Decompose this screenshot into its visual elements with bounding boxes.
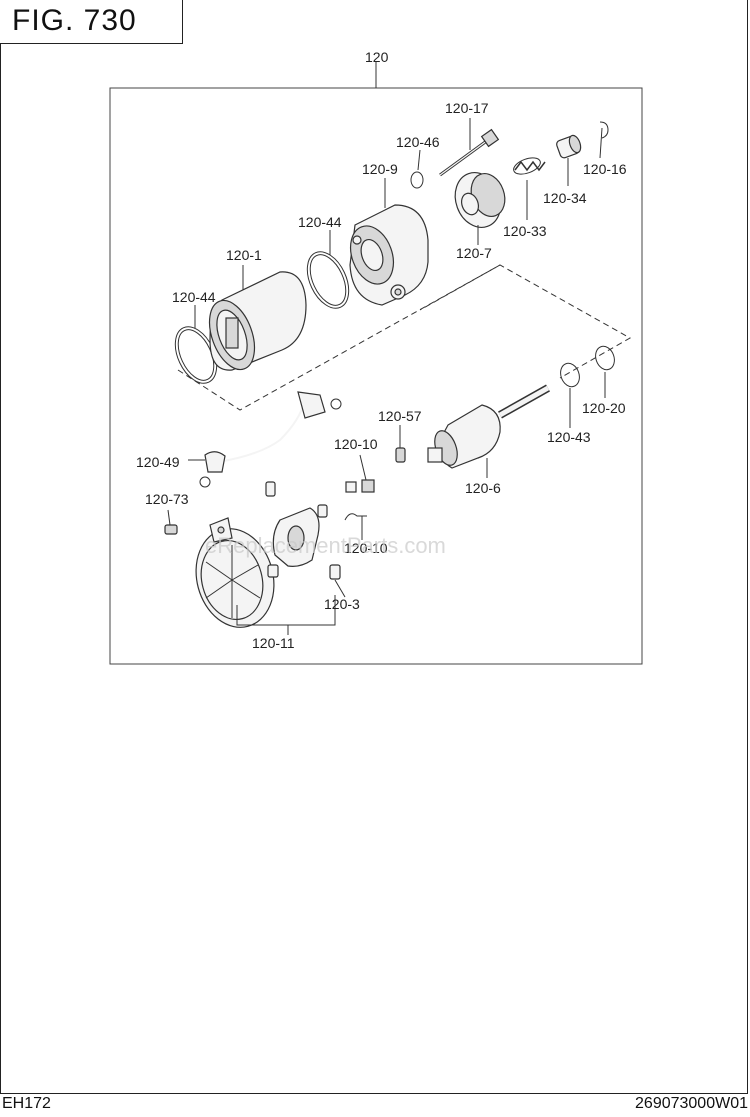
label-120-44-top: 120-44	[298, 214, 342, 230]
label-120-57: 120-57	[378, 408, 422, 424]
o-ring-top-inner	[309, 254, 347, 306]
label-120-9: 120-9	[362, 161, 398, 177]
brush-holder	[265, 481, 341, 580]
label-120-46: 120-46	[396, 134, 440, 150]
label-assembly: 120	[365, 49, 389, 65]
footer-model: EH172	[2, 1095, 51, 1112]
armature	[427, 384, 550, 469]
label-120-10-a: 120-10	[334, 436, 378, 452]
page-frame	[0, 0, 748, 1094]
screw-120-57	[395, 447, 406, 463]
label-120-44-left: 120-44	[172, 289, 216, 305]
through-bolt	[439, 128, 500, 177]
lead-wire	[199, 391, 342, 488]
snap-ring	[599, 121, 609, 139]
label-120-33: 120-33	[503, 223, 547, 239]
explode-dashed-line-2	[419, 264, 501, 311]
rear-cover	[195, 517, 275, 628]
label-120-7: 120-7	[456, 245, 492, 261]
watermark: eReplacementParts.com	[205, 533, 446, 558]
o-ring-top	[306, 251, 350, 309]
small-o-ring	[410, 171, 424, 189]
label-120-16: 120-16	[583, 161, 627, 177]
stop-collar	[556, 134, 582, 159]
yoke-housing	[208, 271, 307, 371]
label-120-1: 120-1	[226, 247, 262, 263]
front-bracket	[349, 204, 429, 306]
label-120-49: 120-49	[136, 454, 180, 470]
screw-120-73	[164, 524, 178, 535]
label-120-11: 120-11	[252, 635, 295, 651]
o-ring-left-inner	[177, 329, 215, 381]
brush-120-10	[361, 479, 375, 493]
brush-lead	[344, 513, 367, 521]
pinion-gear	[454, 172, 506, 228]
washer-120-20	[595, 345, 615, 371]
label-120-6: 120-6	[465, 480, 501, 496]
brush-small	[345, 481, 357, 493]
spring	[513, 157, 546, 175]
leader-lines	[167, 118, 606, 635]
label-120-20: 120-20	[582, 400, 626, 416]
label-120-34: 120-34	[543, 190, 587, 206]
label-120-3: 120-3	[324, 596, 360, 612]
figure-title-box: FIG. 730	[0, 0, 183, 44]
label-120-43: 120-43	[547, 429, 591, 445]
washer-120-43	[560, 362, 580, 388]
label-120-17: 120-17	[445, 100, 489, 116]
figure-title: FIG. 730	[12, 4, 137, 37]
parts-diagram: 120 120-17 120-46 120-9 120-16 120-34 12…	[109, 49, 643, 665]
label-120-10-b: 120-10	[344, 540, 388, 556]
label-120-73: 120-73	[145, 491, 189, 507]
footer-code: 269073000W01	[635, 1095, 748, 1112]
